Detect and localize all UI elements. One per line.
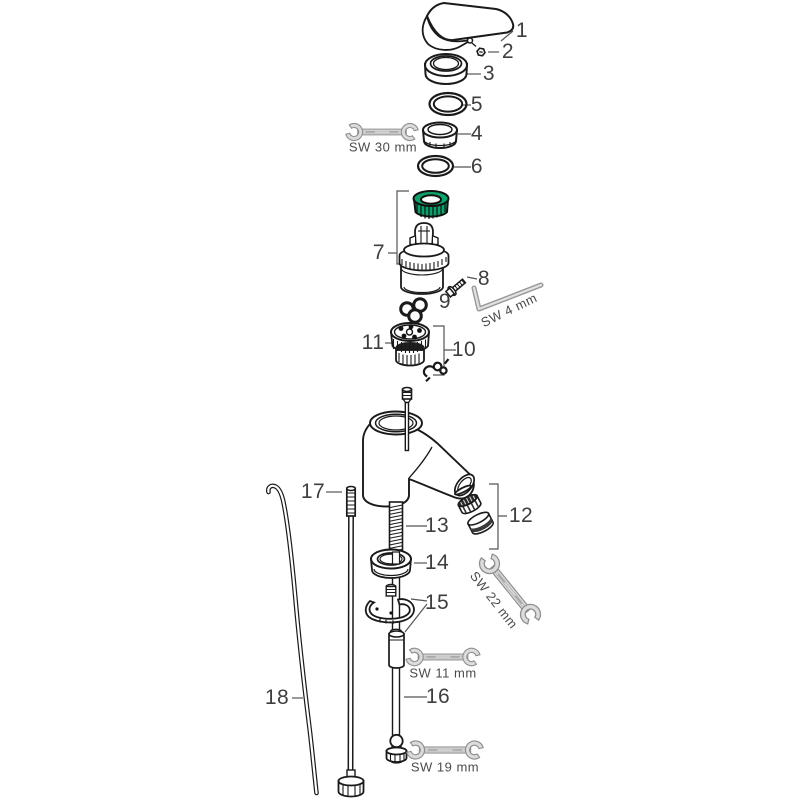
part-label-17: 17 — [300, 480, 326, 503]
leader-lines — [292, 30, 514, 699]
part-10-service-clip — [422, 358, 450, 383]
part-17-connection-hose — [337, 485, 365, 798]
part-label-4: 4 — [470, 122, 484, 145]
tool-label-sw-30mm: SW 30 mm — [348, 139, 418, 155]
part-label-5: 5 — [470, 93, 484, 116]
part-9-seal-gasket — [399, 297, 428, 324]
part-2-grub-screw — [476, 47, 486, 57]
part-label-15: 15 — [424, 591, 450, 614]
part-label-14: 14 — [424, 551, 450, 574]
tool-label-sw-11mm: SW 11 mm — [409, 665, 477, 681]
green-adjustment-ring — [412, 190, 450, 219]
part-label-6: 6 — [470, 155, 484, 178]
part-8-screw — [444, 278, 467, 299]
part-3-sleeve-ring — [423, 53, 469, 85]
part-label-16: 16 — [425, 685, 451, 708]
part-label-13: 13 — [424, 514, 450, 537]
part-label-7: 7 — [372, 241, 386, 264]
part-label-18: 18 — [264, 686, 290, 709]
part-label-3: 3 — [482, 62, 496, 85]
rod-ball-joint — [385, 733, 408, 764]
part-label-10: 10 — [451, 338, 477, 361]
part-label-11: 11 — [361, 331, 385, 354]
part-label-9: 9 — [438, 290, 452, 313]
part-13-threaded-shank — [388, 501, 404, 557]
wrench-sw-19mm-icon — [406, 738, 485, 761]
part-label-8: 8 — [477, 267, 491, 290]
part-1-handle — [421, 1, 515, 51]
part-4-mounting-nut — [421, 121, 459, 150]
part-14-flanged-bushing — [370, 548, 412, 579]
part-6-o-ring — [416, 154, 455, 178]
part-5-o-ring — [428, 91, 468, 117]
tool-label-sw-19mm: SW 19 mm — [410, 759, 480, 775]
pull-rod-pin — [401, 386, 413, 452]
hex-key-sw-4mm-icon — [471, 282, 544, 312]
part-label-2: 2 — [501, 40, 515, 63]
part-11-aerator-insert — [389, 322, 430, 367]
part-18-lever-rod — [266, 483, 319, 796]
part-15-clamp-set — [364, 583, 415, 669]
part-12-aerator-set — [454, 484, 494, 535]
part-7-cartridge — [398, 222, 450, 295]
part-label-12: 12 — [508, 504, 534, 527]
part-label-1: 1 — [515, 19, 529, 42]
